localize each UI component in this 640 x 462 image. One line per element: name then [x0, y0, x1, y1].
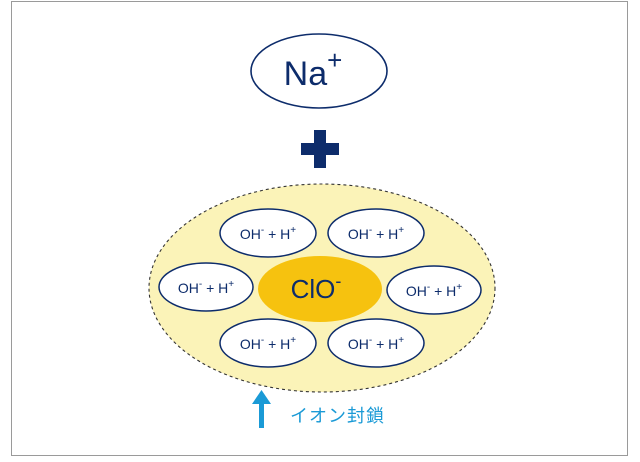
hypochlorite-anion: ClO-	[258, 256, 382, 322]
sodium-cation-label: Na+	[284, 45, 343, 93]
sodium-cation-outline	[250, 33, 388, 109]
hypochlorite-anion-label: ClO-	[291, 271, 342, 304]
shell-ion-label: OH- + H+	[240, 335, 296, 352]
shell-ion-left: OH- + H+	[158, 262, 254, 312]
shell-ion-bottom-right: OH- + H+	[327, 318, 425, 368]
shell-ion-bottom-left: OH- + H+	[219, 318, 317, 368]
hypochlorite-anion-body	[258, 256, 382, 322]
shell-ion-label: OH- + H+	[348, 225, 404, 242]
plus-sign-icon	[301, 130, 339, 168]
shell-ion-label: OH- + H+	[406, 282, 462, 299]
shell-ion-top-left: OH- + H+	[219, 208, 317, 258]
shell-ion-label: OH- + H+	[178, 279, 234, 296]
arrow-up-icon	[252, 390, 271, 428]
shell-ion-top-right: OH- + H+	[327, 208, 425, 258]
shell-ion-label: OH- + H+	[348, 335, 404, 352]
shell-ion-right: OH- + H+	[386, 265, 482, 315]
ion-sequestration-caption: イオン封鎖	[290, 406, 385, 427]
shell-ion-label: OH- + H+	[240, 225, 296, 242]
sodium-cation: Na+	[250, 33, 388, 109]
